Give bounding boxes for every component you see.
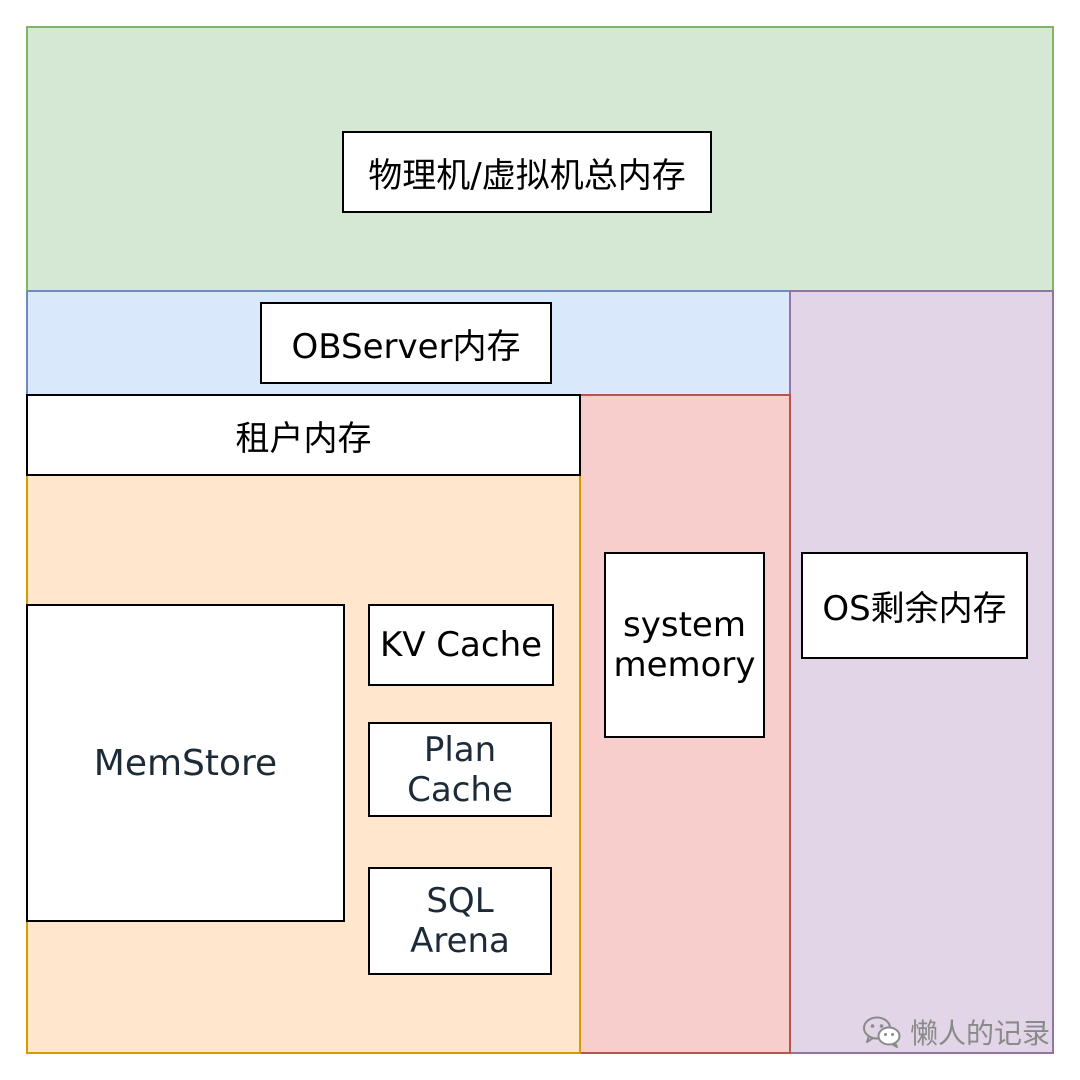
plan-cache-text-line2: Cache (407, 769, 513, 810)
watermark-text: 懒人的记录 (910, 1017, 1051, 1050)
total-memory-label: 物理机/虚拟机总内存 (342, 131, 712, 213)
watermark: 懒人的记录 (862, 1012, 1050, 1052)
os-remaining-memory-text: OS剩余内存 (822, 589, 1007, 629)
plan-cache-box: Plan Cache (368, 722, 552, 817)
sql-arena-box: SQL Arena (368, 867, 552, 975)
system-memory-box: system memory (604, 552, 765, 738)
memstore-box: MemStore (26, 604, 345, 922)
kv-cache-text: KV Cache (379, 625, 543, 665)
total-memory-text: 物理机/虚拟机总内存 (368, 155, 686, 196)
sql-arena-text-line1: SQL (426, 881, 494, 921)
os-remaining-memory-region (789, 290, 1054, 1054)
system-memory-text-line2: memory (613, 645, 756, 685)
sql-arena-text-line2: Arena (410, 921, 510, 961)
tenant-memory-label: 租户内存 (26, 394, 581, 476)
system-memory-text-line1: system (623, 605, 746, 645)
observer-memory-label: OBServer内存 (260, 302, 552, 384)
wechat-icon (863, 1016, 901, 1048)
kv-cache-box: KV Cache (368, 604, 554, 686)
observer-memory-text: OBServer内存 (291, 326, 521, 367)
memstore-text: MemStore (93, 742, 278, 784)
tenant-memory-text: 租户内存 (235, 418, 372, 459)
os-remaining-memory-box: OS剩余内存 (801, 552, 1028, 659)
plan-cache-text-line1: Plan (423, 729, 497, 770)
